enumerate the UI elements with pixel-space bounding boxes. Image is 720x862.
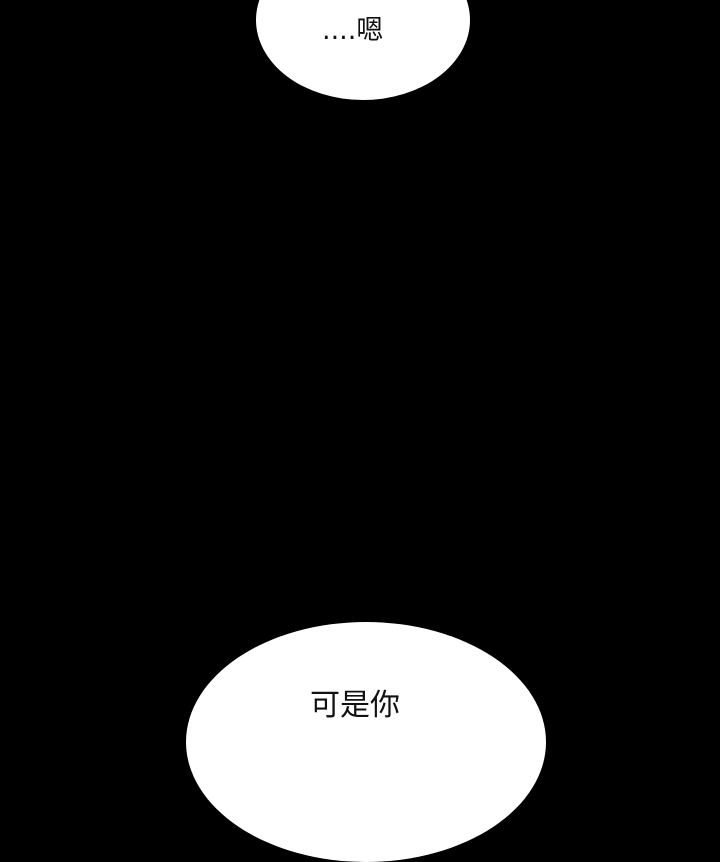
speech-bubble-bottom (186, 622, 546, 862)
speech-bubble-text-bottom: 可是你 (310, 688, 400, 723)
speech-bubble-text-top: ....嗯 (322, 15, 384, 46)
